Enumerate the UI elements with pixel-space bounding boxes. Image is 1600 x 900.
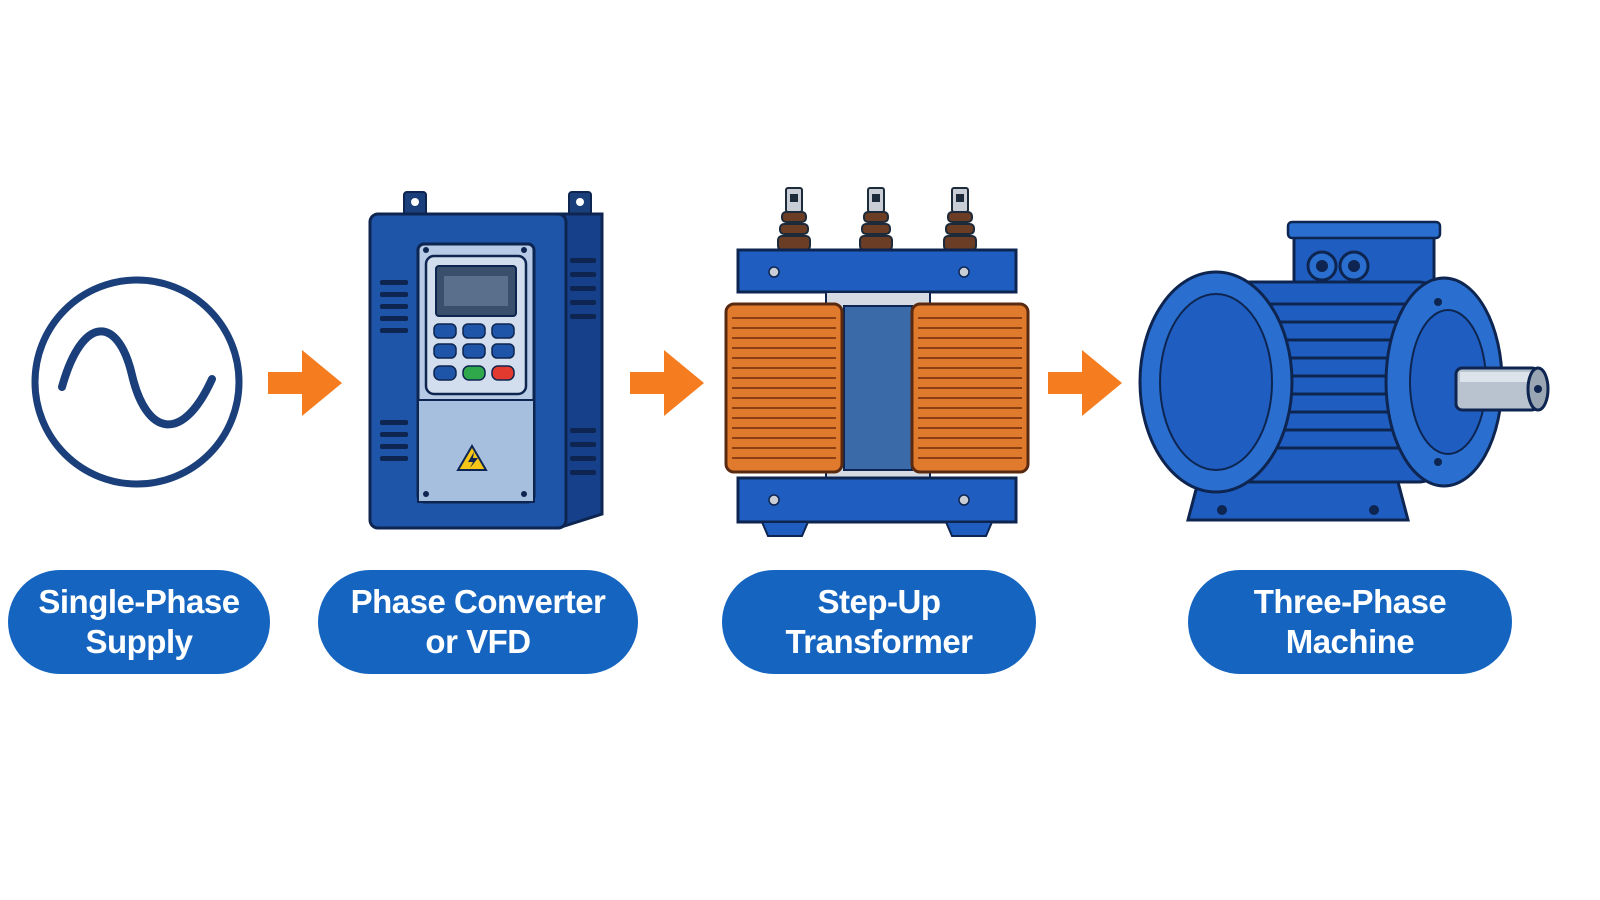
sine-wave-icon: [31, 276, 243, 488]
label-line-2: Machine: [1285, 623, 1415, 660]
label-line-2: Transformer: [785, 623, 973, 660]
label-single-phase-supply: Single-Phase Supply: [8, 570, 270, 674]
label-three-phase-machine: Three-Phase Machine: [1188, 570, 1512, 674]
label-line-2: or VFD: [425, 623, 531, 660]
label-line-1: Single-Phase: [38, 583, 240, 620]
label-line-1: Phase Converter: [350, 583, 606, 620]
label-line-1: Three-Phase: [1253, 583, 1447, 620]
transformer-icon: [724, 187, 1030, 537]
arrow-right-icon: [268, 350, 342, 416]
vfd-drive-icon: [368, 191, 604, 530]
label-step-up-transformer: Step-Up Transformer: [722, 570, 1036, 674]
electric-motor-icon: [1138, 220, 1550, 522]
arrow-right-icon: [1048, 350, 1122, 416]
arrow-right-icon: [630, 350, 704, 416]
label-line-1: Step-Up: [817, 583, 942, 620]
label-phase-converter-or-vfd: Phase Converter or VFD: [318, 570, 638, 674]
label-line-2: Supply: [85, 623, 193, 660]
